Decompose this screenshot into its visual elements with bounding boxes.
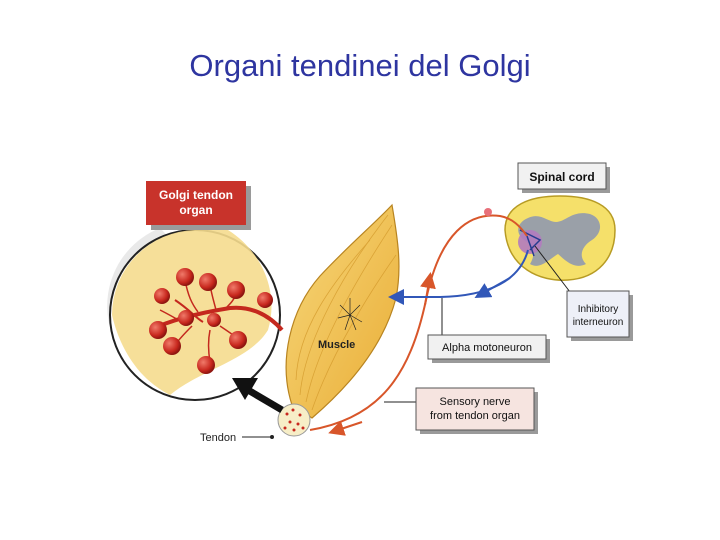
spinal-cord-label: Spinal cord [517,162,610,193]
inhibitory-interneuron-label: Inhibitory interneuron [534,245,633,341]
svg-text:from tendon organ: from tendon organ [430,410,520,422]
muscle: Muscle [285,203,400,419]
tendon: Tendon [200,403,311,444]
svg-text:organ: organ [179,203,212,217]
golgi-tendon-organ-label: Golgi tendon organ [146,181,251,230]
sensory-nerve [309,208,528,436]
svg-text:Muscle: Muscle [318,339,355,351]
svg-text:Inhibitory: Inhibitory [578,304,619,315]
magnify-arrow [232,378,284,414]
spinal-cord [504,195,616,281]
svg-text:Golgi tendon: Golgi tendon [159,188,233,202]
svg-text:Spinal cord: Spinal cord [529,170,594,184]
sensory-nerve-label: Sensory nerve from tendon organ [384,387,538,434]
alpha-motoneuron-label: Alpha motoneuron [427,298,550,363]
svg-text:Tendon: Tendon [200,432,236,444]
motor-nerve [388,249,529,305]
svg-text:Alpha motoneuron: Alpha motoneuron [442,342,532,354]
magnified-inset [107,228,284,401]
svg-text:Sensory nerve: Sensory nerve [440,396,511,408]
svg-text:interneuron: interneuron [573,317,624,328]
slide-title: Organi tendinei del Golgi [189,48,531,83]
